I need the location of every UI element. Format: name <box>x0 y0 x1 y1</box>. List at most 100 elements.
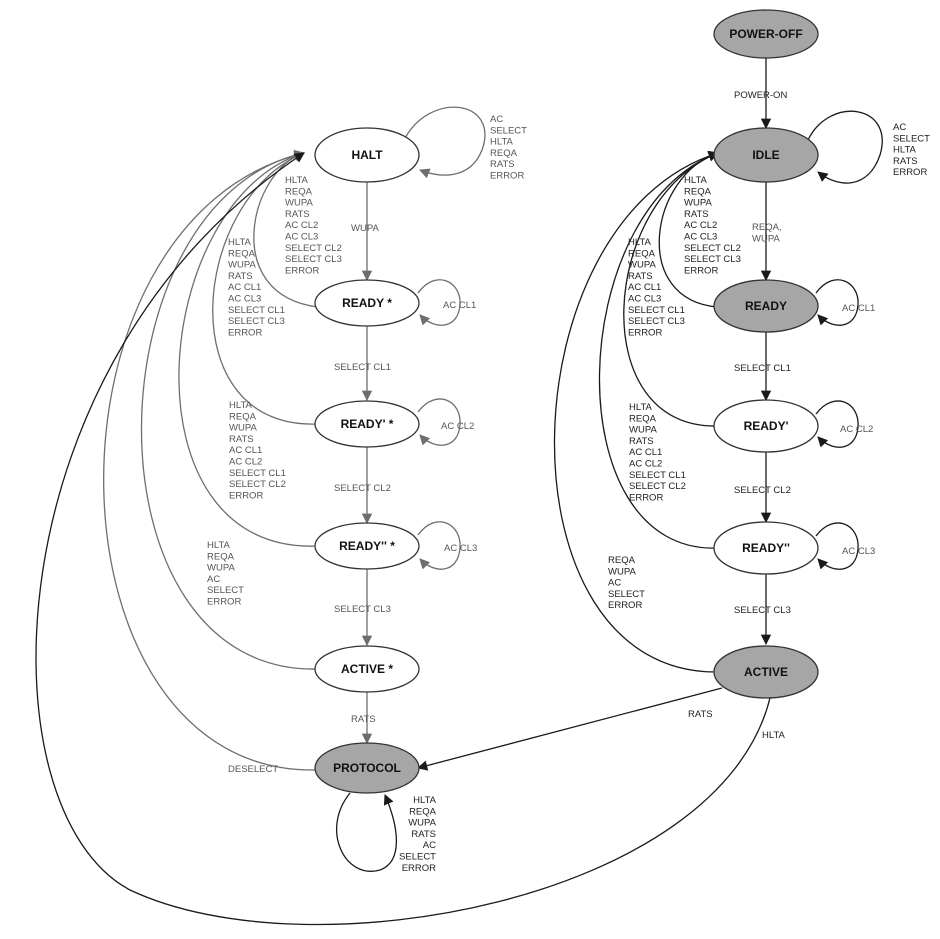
node-ready1-star-label: READY' * <box>341 417 394 431</box>
node-protocol-label: PROTOCOL <box>333 761 401 775</box>
edge-left-ready-self <box>417 279 461 326</box>
node-ready1-label: READY' <box>744 419 789 433</box>
label-left-active-back-line: AC <box>207 574 220 585</box>
label-right-ready-back-line: SELECT CL2 <box>684 243 741 254</box>
node-active-label: ACTIVE <box>744 665 788 679</box>
label-left-active-back-line: WUPA <box>207 563 235 574</box>
label-right-ready-back-line: WUPA <box>684 198 712 209</box>
label-left-active-to-protocol-line: RATS <box>351 714 376 725</box>
label-left-ready2-back-line: HLTA <box>229 400 253 411</box>
label-right-active-back-line: AC <box>608 578 621 589</box>
label-left-active-back-line: SELECT <box>207 585 244 596</box>
label-right-ready-self: AC CL1 <box>842 303 875 314</box>
label-right-poweroff-to-idle: POWER-ON <box>734 90 787 101</box>
label-right-ready1-back-line: REQA <box>628 248 656 259</box>
edge-left-ready1-self <box>417 398 461 446</box>
label-right-ready1-back-line: AC CL3 <box>628 294 661 305</box>
label-left-ready2-back-line: SELECT CL1 <box>229 468 286 479</box>
edge-right-active-back <box>553 150 719 673</box>
label-left-halt-self-line: RATS <box>490 159 515 170</box>
label-right-ready-to-ready1-line: SELECT CL1 <box>734 363 791 374</box>
node-halt <box>314 127 420 183</box>
label-left-ready2-back-line: SELECT CL2 <box>229 479 286 490</box>
edge-left-ready2-self <box>417 521 461 570</box>
label-right-active-to-halt: HLTA <box>762 730 786 741</box>
label-left-ready-back-line: AC CL2 <box>285 220 318 231</box>
label-right-ready2-back-line: HLTA <box>629 402 653 413</box>
label-right-idle-self-line: SELECT <box>893 133 930 144</box>
label-right-ready1-self: AC CL2 <box>840 424 873 435</box>
node-protocol <box>314 742 420 794</box>
label-right-ready2-back-line: SELECT CL1 <box>629 470 686 481</box>
label-left-ready1-to-ready2-line: SELECT CL2 <box>334 483 391 494</box>
label-right-ready2-back-line: RATS <box>629 436 654 447</box>
label-right-ready2-to-active: SELECT CL3 <box>734 605 791 616</box>
edge-right-ready2-self <box>815 522 859 570</box>
label-left-ready-to-ready1-line: SELECT CL1 <box>334 362 391 373</box>
label-left-ready-back-line: SELECT CL3 <box>285 254 342 265</box>
label-right-ready2-back-line: WUPA <box>629 425 657 436</box>
label-right-idle-self-line: ERROR <box>893 167 927 178</box>
label-left-halt-self-line: AC <box>490 114 503 125</box>
label-right-ready-self-line: AC CL1 <box>842 303 875 314</box>
label-right-ready1-back-line: ERROR <box>628 327 662 338</box>
label-right-ready1-back-line: SELECT CL3 <box>628 316 685 327</box>
edge-right-active-to-halt <box>35 152 771 926</box>
right-nodes: POWER-OFF IDLE READY READY' READY'' ACTI… <box>713 9 819 699</box>
label-left-protocol-self-line: AC <box>423 840 436 851</box>
node-ready-star-label: READY * <box>342 296 392 310</box>
label-right-ready2-back-line: ERROR <box>629 492 663 503</box>
label-left-ready1-back-line: RATS <box>228 271 253 282</box>
label-right-ready1-to-ready2: SELECT CL2 <box>734 485 791 496</box>
label-right-ready1-back-line: HLTA <box>628 237 652 248</box>
node-ready2-label: READY'' <box>742 541 790 555</box>
label-left-protocol-self-line: HLTA <box>413 795 437 806</box>
node-ready2 <box>713 521 819 575</box>
edge-left-halt-self <box>403 106 486 179</box>
node-active <box>713 645 819 699</box>
label-right-ready1-back-line: AC CL1 <box>628 282 661 293</box>
edge-right-ready1-back <box>623 151 719 427</box>
label-right-ready-back-line: AC CL3 <box>684 232 717 243</box>
label-right-ready-back-line: HLTA <box>684 175 708 186</box>
node-ready2-star-label: READY'' * <box>339 539 395 553</box>
label-left-protocol-back-line: DESELECT <box>228 764 278 775</box>
label-right-idle-to-ready: REQA,WUPA <box>752 222 782 244</box>
label-right-ready2-to-active-line: SELECT CL3 <box>734 605 791 616</box>
label-left-ready1-back-line: SELECT CL1 <box>228 305 285 316</box>
label-right-ready2-back-line: AC CL2 <box>629 459 662 470</box>
label-left-protocol-self-line: REQA <box>409 806 437 817</box>
label-right-ready2-back-line: SELECT CL2 <box>629 481 686 492</box>
label-right-poweroff-to-idle-line: POWER-ON <box>734 90 787 101</box>
right-edges <box>35 58 883 926</box>
edge-left-ready-back <box>253 150 319 308</box>
label-right-idle-to-ready-line: REQA, <box>752 222 782 233</box>
label-right-ready2-back-line: REQA <box>629 413 657 424</box>
edge-right-active-to-protocol <box>416 687 723 771</box>
label-left-ready2-back-line: RATS <box>229 434 254 445</box>
node-active-star-label: ACTIVE * <box>341 662 393 676</box>
label-right-active-to-protocol: RATS <box>688 709 713 720</box>
label-right-ready1-to-ready2-line: SELECT CL2 <box>734 485 791 496</box>
label-right-idle-self-line: HLTA <box>893 145 917 156</box>
left-nodes: HALT READY * READY' * READY'' * ACTIVE *… <box>314 127 420 794</box>
node-ready-label: READY <box>745 299 787 313</box>
node-poweroff <box>713 9 819 59</box>
label-left-ready1-back-line: AC CL1 <box>228 282 261 293</box>
label-right-ready1-back-line: RATS <box>628 271 653 282</box>
edge-left-ready1-back <box>212 151 319 425</box>
label-left-ready1-back-line: AC CL3 <box>228 294 261 305</box>
label-left-ready1-to-ready2: SELECT CL2 <box>334 483 391 494</box>
label-left-ready1-back-line: SELECT CL3 <box>228 316 285 327</box>
label-left-halt-self-line: SELECT <box>490 125 527 136</box>
label-right-ready-back-line: ERROR <box>684 265 718 276</box>
label-left-ready1-back-line: REQA <box>228 248 256 259</box>
